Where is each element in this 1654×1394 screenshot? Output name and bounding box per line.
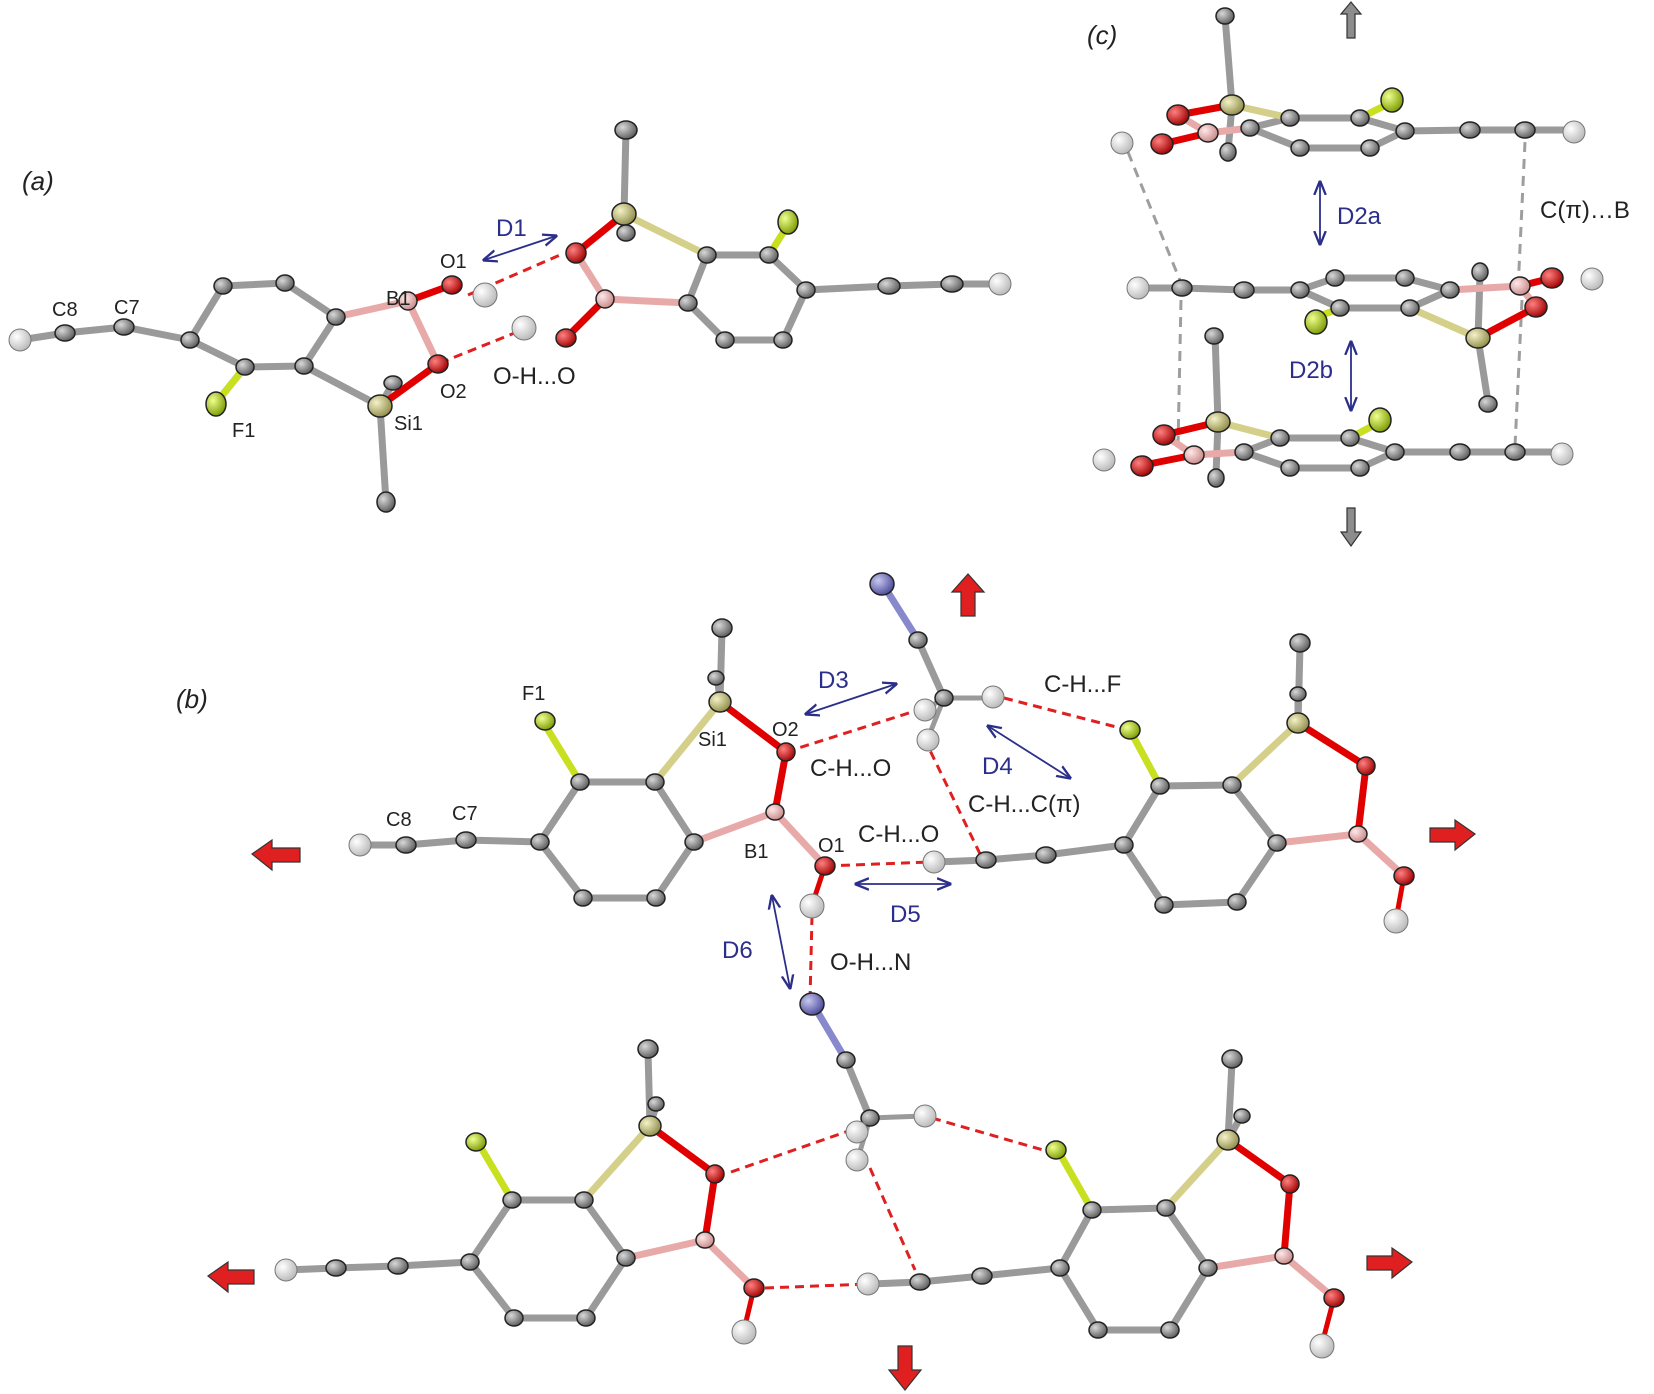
panel-b-label-f1: F1 xyxy=(522,683,545,705)
panel-b-chO-lower-label: C-H...O xyxy=(858,821,939,848)
panel-b-d5-label: D5 xyxy=(890,901,921,928)
panel-c-atoms-top xyxy=(1110,7,1586,162)
panel-c-d2b-label: D2b xyxy=(1289,357,1333,384)
panel-a-label-c7: C7 xyxy=(114,297,140,319)
panel-a-label-si1: Si1 xyxy=(394,413,423,435)
panel-b-molecule-upper-right xyxy=(922,633,1415,934)
panel-a-label-b1: B1 xyxy=(386,288,410,310)
panel-b-d3-arrow xyxy=(806,684,896,714)
panel-b-d4-label: D4 xyxy=(982,753,1013,780)
panel-b-atoms-lower-left xyxy=(274,1039,765,1345)
panel-b-atoms-upper-left xyxy=(348,618,836,919)
panel-b-ohN-label: O-H...N xyxy=(830,949,911,976)
panel-c-growth-arrow-down xyxy=(1339,507,1363,548)
panel-b-chF-label: C-H...F xyxy=(1044,671,1121,698)
panel-c-atoms-bottom xyxy=(1092,327,1574,488)
panel-b-acetonitrile-lower xyxy=(799,992,937,1172)
arrow-left-icon xyxy=(250,838,301,872)
panel-c-growth-arrow-up xyxy=(1339,1,1363,39)
panel-b-atoms-upper-right xyxy=(922,633,1415,934)
panel-a-label-f1: F1 xyxy=(232,420,255,442)
panel-b: (b) F1 Si1 O2 C8 C7 B1 O1 D3 D4 D5 D6 C-… xyxy=(176,572,1477,1391)
panel-b-d4-arrow xyxy=(988,726,1070,778)
panel-a-label-o2: O2 xyxy=(440,381,467,403)
panel-b-label: (b) xyxy=(176,684,208,714)
panel-c-label: (c) xyxy=(1087,20,1117,50)
panel-a-label: (a) xyxy=(22,166,54,196)
panel-b-molecule-lower-left xyxy=(274,1039,765,1345)
panel-b-growth-arrows xyxy=(206,573,1477,1391)
panel-a-atoms-right xyxy=(511,120,1012,349)
panel-c-cpi-contacts xyxy=(1126,141,1527,447)
panel-b-acetonitrile-upper xyxy=(869,572,1005,752)
panel-b-label-c7: C7 xyxy=(452,803,478,825)
panel-a-molecule-left xyxy=(8,274,498,513)
panel-c-d2a-label: D2a xyxy=(1337,203,1382,230)
panel-a-label-o1: O1 xyxy=(440,251,467,273)
panel-b-atoms-lower-right xyxy=(856,1049,1345,1359)
panel-b-d3-label: D3 xyxy=(818,667,849,694)
arrow-right-icon-lower xyxy=(1366,1246,1414,1280)
panel-c-atoms-middle xyxy=(1126,262,1604,413)
panel-c-molecule-bottom xyxy=(1092,327,1574,488)
panel-a-d1-label: D1 xyxy=(496,215,527,242)
panel-a-hbond-2 xyxy=(439,328,523,365)
panel-b-label-si1: Si1 xyxy=(698,729,727,751)
panel-c-molecule-top xyxy=(1110,7,1586,162)
panel-b-chO-upper-label: C-H...O xyxy=(810,755,891,782)
panel-a-atoms-left xyxy=(8,274,498,513)
panel-b-d6-label: D6 xyxy=(722,937,753,964)
panel-a-molecule-right xyxy=(511,120,1012,349)
panel-b-label-b1: B1 xyxy=(744,841,768,863)
panel-a: (a) D1 O1 B1 C8 C7 O2 F1 Si1 O-H...O xyxy=(8,120,1012,513)
panel-b-label-o2: O2 xyxy=(772,719,799,741)
arrow-down-icon xyxy=(887,1345,923,1391)
panel-c-molecule-middle xyxy=(1126,262,1604,413)
panel-b-hbonds xyxy=(730,696,1129,1290)
panel-a-ohO-label: O-H...O xyxy=(493,363,576,390)
panel-a-label-c8: C8 xyxy=(52,299,78,321)
panel-b-label-o1: O1 xyxy=(818,835,845,857)
panel-c: (c) D2a D2b C(π)…B xyxy=(1087,1,1630,548)
panel-b-d6-arrow xyxy=(772,896,790,988)
arrow-left-icon-lower xyxy=(206,1260,255,1294)
panel-b-label-c8: C8 xyxy=(386,809,412,831)
arrow-right-icon xyxy=(1429,818,1477,852)
panel-b-molecule-upper-left xyxy=(348,618,836,919)
panel-b-molecule-lower-right xyxy=(856,1049,1345,1359)
panel-a-d1-arrow xyxy=(484,236,556,260)
panel-c-cpiB-label: C(π)…B xyxy=(1540,197,1630,224)
panel-b-chCpi-label: C-H...C(π) xyxy=(968,791,1081,818)
arrow-up-icon xyxy=(950,573,986,617)
